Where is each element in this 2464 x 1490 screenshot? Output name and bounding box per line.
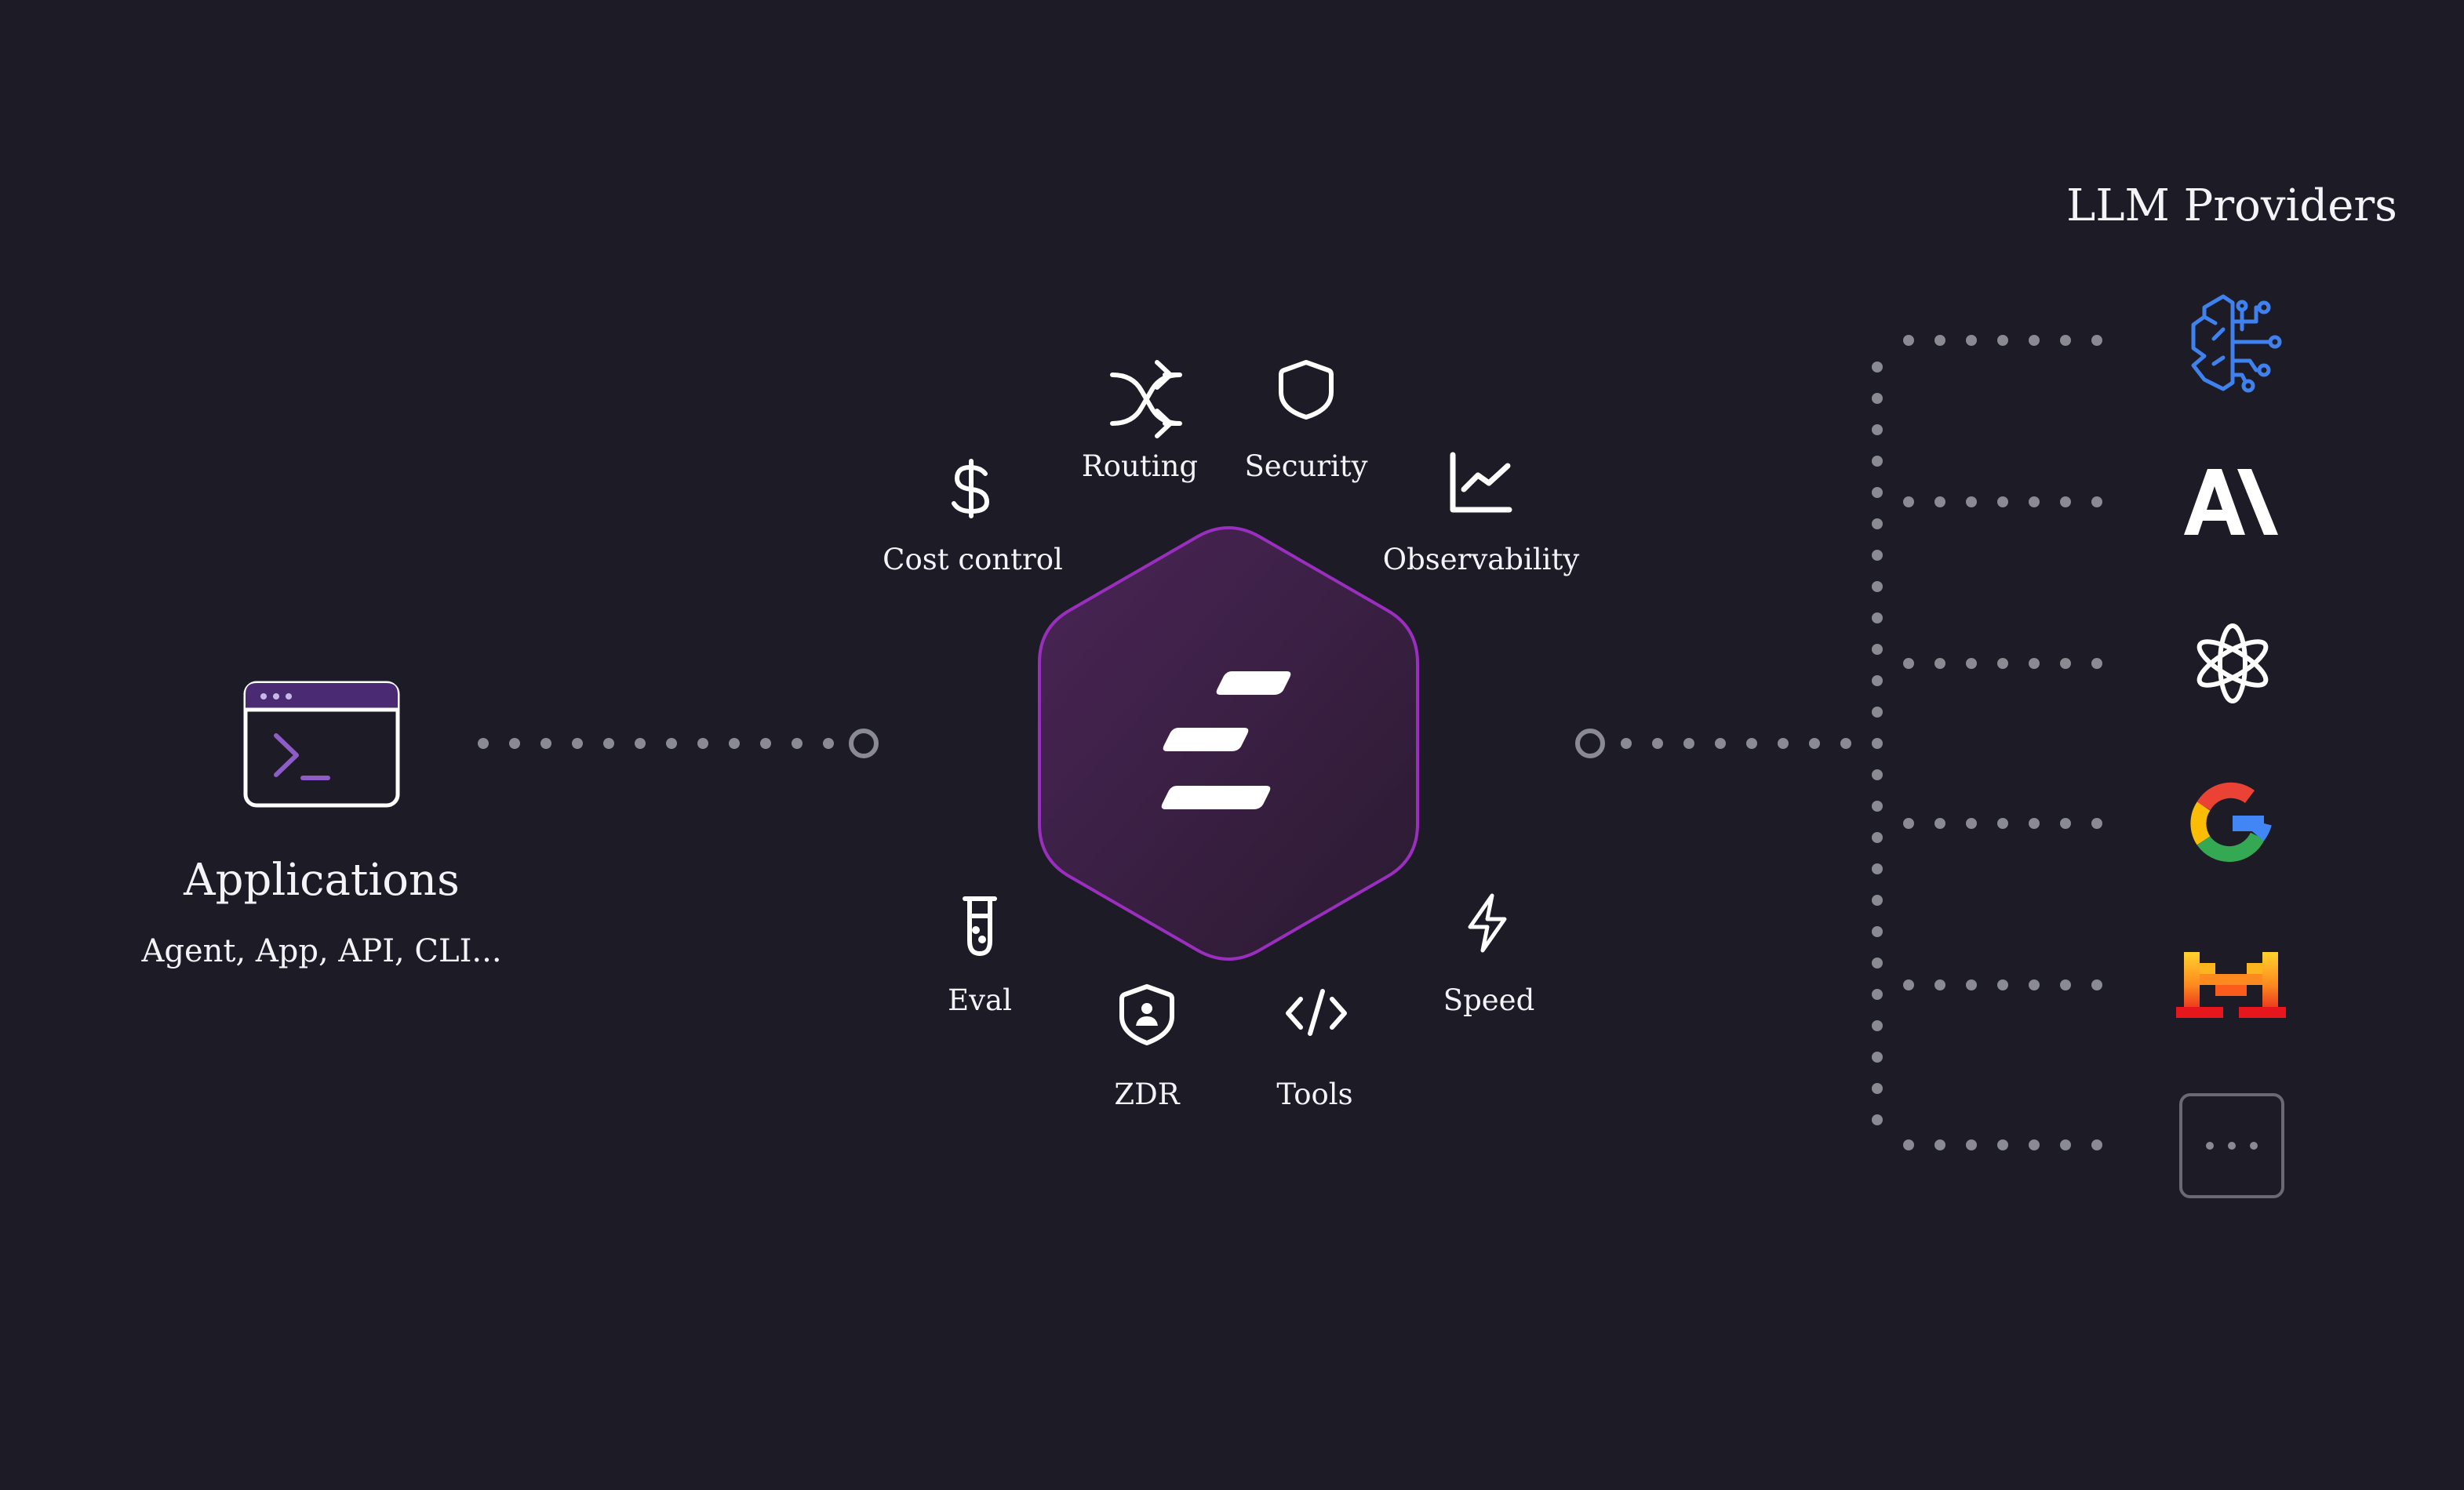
feature-eval-label: Eval: [948, 983, 1012, 1017]
applications-subtitle: Agent, App, API, CLI...: [141, 933, 502, 969]
feature-routing-label: Routing: [1081, 449, 1199, 483]
openai-logo-icon: [2196, 623, 2269, 703]
feature-tools-label: Tools: [1276, 1078, 1353, 1111]
shield-user-icon: [1119, 984, 1174, 1045]
brain-circuit-icon: [2191, 294, 2282, 393]
dollar-icon: [952, 459, 989, 518]
mistral-logo-icon: [2176, 952, 2286, 1018]
anthropic-logo-icon: [2184, 469, 2278, 535]
shield-icon: [1279, 360, 1334, 420]
feature-observability-label: Observability: [1382, 543, 1580, 576]
feature-speed-label: Speed: [1443, 983, 1535, 1017]
feature-cost-control-label: Cost control: [883, 543, 1063, 576]
right-port: [1575, 729, 1605, 758]
terminal-window-icon: [243, 681, 400, 808]
lightning-icon: [1468, 893, 1507, 953]
feature-zdr-label: ZDR: [1114, 1078, 1180, 1111]
google-logo-icon: [2190, 782, 2272, 863]
shuffle-icon: [1110, 360, 1182, 438]
more-icon: [2179, 1093, 2284, 1198]
left-connector: [478, 738, 834, 749]
chart-line-icon: [1450, 452, 1512, 513]
provider-branches: [1903, 335, 2102, 1150]
test-tube-icon: [963, 896, 997, 956]
provider-bus: [1872, 362, 1883, 1125]
right-connector: [1621, 738, 1851, 749]
feature-security-label: Security: [1244, 449, 1368, 483]
applications-title: Applications: [184, 855, 460, 906]
code-icon: [1286, 989, 1347, 1036]
left-port: [849, 729, 879, 758]
providers-title: LLM Providers: [2066, 180, 2397, 231]
gateway-logo-icon: [1161, 671, 1291, 809]
